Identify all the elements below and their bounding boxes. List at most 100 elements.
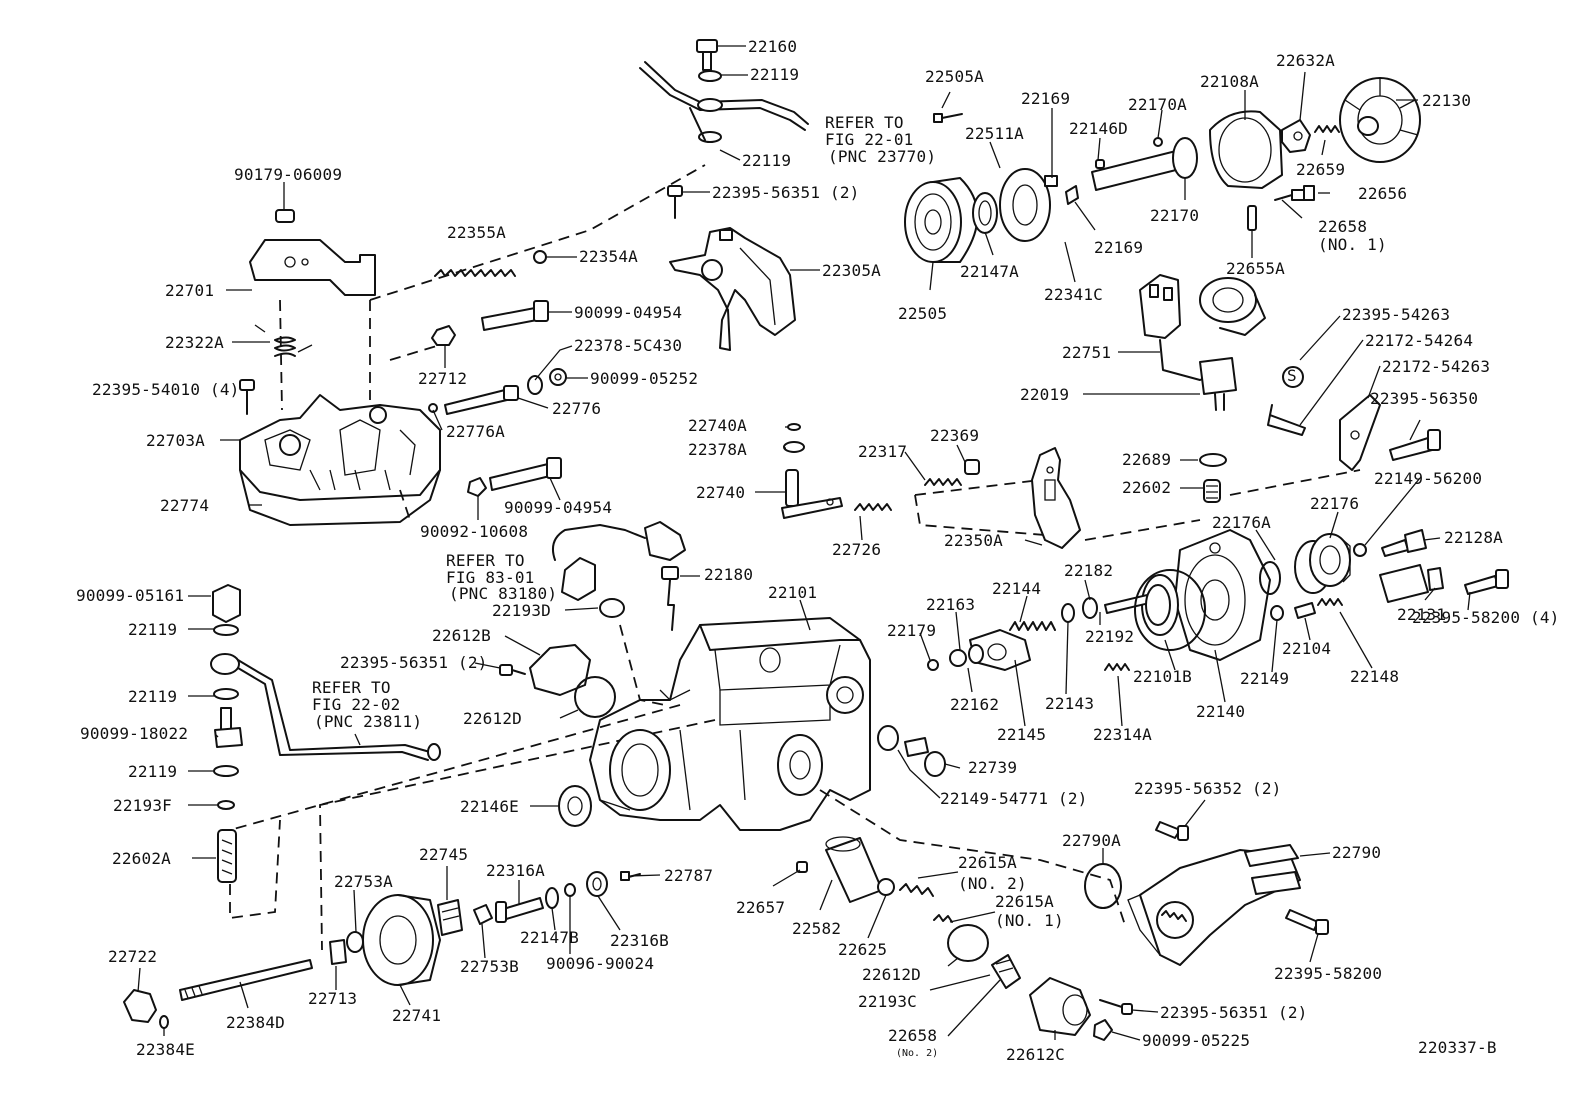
label-22582: 22582 — [792, 919, 841, 938]
label-22395-56351-mid: 22395-56351 (2) — [340, 653, 488, 672]
label-22602a: 22602A — [112, 849, 171, 868]
screw-22395-56351-top — [667, 185, 683, 219]
label-90096-90024: 90096-90024 — [546, 954, 654, 973]
timer-cover-22612c — [1029, 977, 1133, 1041]
part-labels: 22160 22119 REFER TO FIG 22-01 (PNC 2377… — [76, 37, 1560, 1064]
parts-22745-22753b — [437, 899, 493, 936]
label-22119-c: 22119 — [128, 620, 177, 639]
label-22612d-a: 22612D — [463, 709, 522, 728]
feed-pump-rotor-22341c — [999, 168, 1079, 242]
label-90099-04954-lower: 90099-04954 — [504, 498, 612, 517]
label-22776: 22776 — [552, 399, 601, 418]
label-22119-d: 22119 — [128, 687, 177, 706]
refer-fig-22-02-line3: (PNC 23811) — [314, 712, 422, 731]
label-22019: 22019 — [1020, 385, 1069, 404]
label-22369: 22369 — [930, 426, 979, 445]
label-22656: 22656 — [1358, 184, 1407, 203]
label-22131: 22131 — [1397, 605, 1446, 624]
governor-lever-22350a — [1031, 447, 1081, 549]
label-22740: 22740 — [696, 483, 745, 502]
label-22787: 22787 — [664, 866, 713, 885]
label-22146d: 22146D — [1069, 119, 1128, 138]
bearing-22146e — [558, 785, 592, 827]
timer-cover-22741 — [346, 894, 441, 986]
pin-22655a-22656-22658 — [1247, 185, 1315, 231]
label-22657: 22657 — [736, 898, 785, 917]
label-22101b: 22101B — [1133, 667, 1192, 686]
label-22395-56351-top: 22395-56351 (2) — [712, 183, 860, 202]
banjo-bolt-90099-05161 — [212, 584, 241, 636]
label-22128a: 22128A — [1444, 528, 1503, 547]
label-22101: 22101 — [768, 583, 817, 602]
label-22658-no2: (No. 2) — [896, 1048, 938, 1059]
label-22341c: 22341C — [1044, 285, 1103, 304]
label-22722: 22722 — [108, 947, 157, 966]
label-22395-56352: 22395-56352 (2) — [1134, 779, 1282, 798]
label-22119-b: 22119 — [742, 151, 791, 170]
label-22149: 22149 — [1240, 669, 1289, 688]
overflow-pipe-assembly — [639, 39, 809, 143]
label-22170: 22170 — [1150, 206, 1199, 225]
label-22169-lower: 22169 — [1094, 238, 1143, 257]
label-90099-18022: 90099-18022 — [80, 724, 188, 743]
connector-22131 — [1379, 564, 1444, 603]
refer-fig-22-01-line1: REFER TO — [825, 113, 904, 132]
sensor-switch-22180 — [552, 521, 686, 631]
refer-fig-22-02-line2: FIG 22-02 — [312, 695, 401, 714]
label-22753b: 22753B — [460, 957, 519, 976]
label-22314a: 22314A — [1093, 725, 1152, 744]
label-22354a: 22354A — [579, 247, 638, 266]
label-22305a: 22305A — [822, 261, 881, 280]
label-22712: 22712 — [418, 369, 467, 388]
spring-22144 — [1009, 621, 1056, 631]
stay-22172 — [1267, 366, 1381, 471]
label-22659: 22659 — [1296, 160, 1345, 179]
label-22602: 22602 — [1122, 478, 1171, 497]
label-22615a-no1-sub: (NO. 1) — [995, 911, 1064, 930]
label-90099-05225: 90099-05225 — [1142, 1031, 1250, 1050]
label-22739: 22739 — [968, 758, 1017, 777]
label-22182: 22182 — [1064, 561, 1113, 580]
label-22192: 22192 — [1085, 627, 1134, 646]
nut-22712 — [431, 325, 456, 346]
pump-plate-22130 — [1339, 77, 1421, 163]
label-22149-56200: 22149-56200 — [1374, 469, 1482, 488]
lever-22740 — [781, 423, 843, 519]
label-22751: 22751 — [1062, 343, 1111, 362]
label-22169-top: 22169 — [1021, 89, 1070, 108]
label-22172-54264: 22172-54264 — [1365, 331, 1473, 350]
assembly-dashed-lines — [229, 164, 1361, 951]
bolt-22395-54010 — [239, 379, 255, 415]
washers-22143-22182 — [1061, 597, 1098, 623]
label-22753a: 22753A — [334, 872, 393, 891]
label-22144: 22144 — [992, 579, 1041, 598]
label-90092-10608: 90092-10608 — [420, 522, 528, 541]
label-22193d: 22193D — [492, 601, 551, 620]
feed-pump-cover-22505 — [904, 113, 998, 263]
label-22179: 22179 — [887, 621, 936, 640]
screw-22776 — [428, 368, 567, 415]
leader-lines — [137, 45, 1471, 1041]
label-22146e: 22146E — [460, 797, 519, 816]
label-22395-58200-4: 22395-58200 (4) — [1412, 608, 1560, 627]
connector-90099-18022 — [213, 707, 243, 810]
label-22741: 22741 — [392, 1006, 441, 1025]
refer-fig-22-01-line2: FIG 22-01 — [825, 130, 914, 149]
bolt-22395-58200 — [1285, 909, 1329, 935]
label-90179-06009: 90179-06009 — [234, 165, 342, 184]
label-22612d-b: 22612D — [862, 965, 921, 984]
label-22130: 22130 — [1422, 91, 1471, 110]
label-22384e: 22384E — [136, 1040, 195, 1059]
label-22143: 22143 — [1045, 694, 1094, 713]
filter-22602a — [217, 829, 237, 883]
label-22378-5c430: 22378-5C430 — [574, 336, 682, 355]
label-22615a-no2-sub: (NO. 2) — [958, 874, 1027, 893]
label-22689: 22689 — [1122, 450, 1171, 469]
oring-22689 — [1199, 453, 1227, 467]
label-22612c: 22612C — [1006, 1045, 1065, 1064]
label-22658-b: 22658 — [888, 1026, 937, 1045]
label-90099-05161: 90099-05161 — [76, 586, 184, 605]
label-22119-e: 22119 — [128, 762, 177, 781]
filter-22602 — [1203, 479, 1221, 503]
